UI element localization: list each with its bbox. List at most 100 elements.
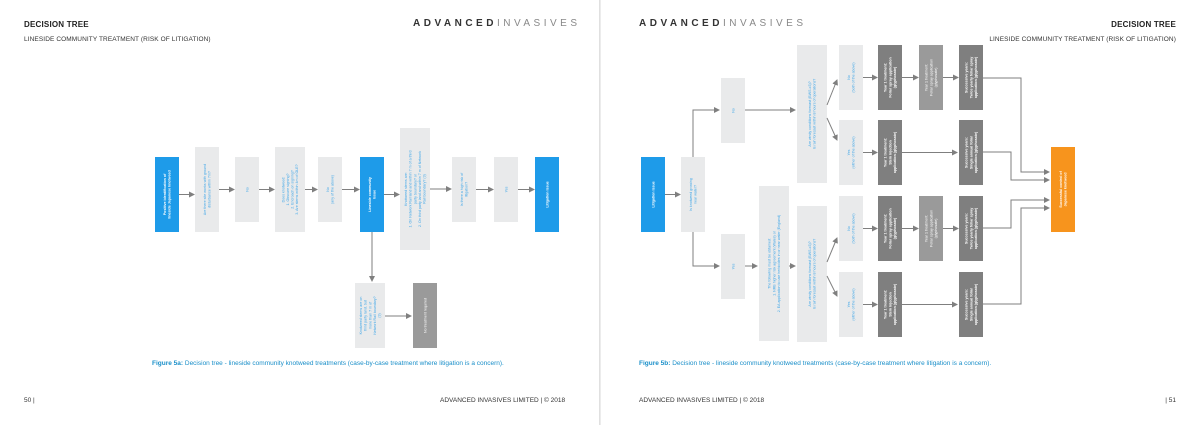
- caption-label: Figure 5b:: [639, 360, 671, 367]
- right-header-title: DECISION TREE: [1111, 20, 1176, 29]
- flow-node-box: [155, 157, 179, 232]
- flow-node-box: [413, 283, 437, 348]
- flow-node-box: [878, 120, 902, 185]
- flow-node-label: Are windy conditions forecast (BWS ≥3)?I…: [808, 79, 817, 150]
- flow-node-r1: Litigation issue: [641, 157, 665, 232]
- flow-node-box: [878, 272, 902, 337]
- right-figure-caption: Figure 5b: Decision tree - lineside comm…: [639, 360, 991, 367]
- flow-node-label: Is knotweed growingnear water?: [689, 178, 698, 211]
- flow-node-r6: The following must be obtained:1. NRB hi…: [759, 186, 789, 341]
- flow-node-r21: Successive years:Single annual foliarapp…: [959, 272, 983, 337]
- flow-node-box: [355, 283, 385, 348]
- flow-node-label: Successive years:Twice yearly foliar spr…: [965, 56, 978, 98]
- flow-node-box: [721, 78, 745, 143]
- left-brand-logo: ADVANCEDINVASIVES: [413, 18, 581, 29]
- flow-arrow: [826, 117, 838, 141]
- flow-node-label: No: [245, 187, 249, 192]
- flow-node-r7: Are windy conditions forecast (BWS ≥3)?I…: [797, 206, 827, 342]
- flow-node-box: [360, 157, 384, 232]
- flow-node-box: [318, 157, 342, 222]
- flow-arrow: [983, 151, 1050, 183]
- flow-node-label: Successful control ofJapanese knotweed: [1059, 170, 1068, 207]
- left-header-subtitle: LINESIDE COMMUNITY TREATMENT (RISK OF LI…: [24, 36, 211, 43]
- flow-node-label: Lineside communityissue: [368, 177, 377, 212]
- left-page: DECISION TREE LINESIDE COMMUNITY TREATME…: [0, 0, 599, 425]
- flow-node-label: Are windy conditions forecast (BWS ≥3)?I…: [808, 239, 817, 310]
- flow-node-r14: Year 1 treatment:Foliar spray applicatio…: [878, 196, 902, 261]
- flow-node-n3: No: [235, 157, 259, 222]
- flow-node-n10: Litigation issue: [535, 157, 559, 232]
- flow-node-box: [959, 120, 983, 185]
- flow-node-label: Year 1 treatment:Stem injectionapplicati…: [884, 131, 897, 173]
- flow-arrow: [826, 237, 838, 263]
- decision-tree-5b: Litigation issue Is knotweed growingnear …: [641, 45, 1075, 342]
- flow-node-box: [641, 157, 665, 232]
- flow-node-box: [721, 234, 745, 299]
- flow-node-r18: Successive years:Twice yearly foliar spr…: [959, 45, 983, 110]
- flow-node-box: [797, 206, 827, 342]
- flow-node-box: [797, 45, 827, 183]
- left-figure-caption: Figure 5a: Decision tree - lineside comm…: [152, 360, 504, 367]
- flow-node-box: [681, 157, 705, 232]
- flow-node-n7: Knotweed stems are:1. On Network Rail la…: [400, 128, 430, 250]
- flow-node-label: Knotweed stems are:1. On Network Rail la…: [404, 150, 426, 227]
- flow-node-r15: Year 1 treatment:Stem injectionapplicati…: [878, 272, 902, 337]
- left-footer-text: ADVANCED INVASIVES LIMITED | © 2018: [440, 397, 566, 404]
- flow-node-label: Year 1 treatment:Foliar spray applicatio…: [884, 208, 897, 248]
- flow-node-label: Positive identification oflineside Japan…: [163, 170, 172, 218]
- flow-node-label: No(both of the above): [847, 213, 856, 243]
- flow-node-n6: Lineside communityissue: [360, 157, 384, 232]
- flow-arrow: [692, 107, 720, 157]
- flow-node-box: [839, 196, 863, 261]
- flow-node-r13: Year 1 treatment:Stem injectionapplicati…: [878, 120, 902, 185]
- flow-node-label: Successive years:Single annual foliarapp…: [965, 283, 978, 325]
- flow-arrow: [983, 77, 1050, 175]
- flow-arrow: [692, 232, 720, 269]
- page-gutter: [599, 0, 601, 425]
- flow-node-r20: Successive years:Twice yearly foliar spr…: [959, 196, 983, 261]
- flow-node-label: Year 1 treatment:Stem injectionapplicati…: [884, 283, 897, 325]
- flow-node-r12: Year 1 treatment:Foliar spray applicatio…: [878, 45, 902, 110]
- caption-text: Decision tree - lineside community knotw…: [670, 360, 992, 367]
- flow-node-r2: Is knotweed growingnear water?: [681, 157, 705, 232]
- right-page-number: | 51: [1165, 397, 1176, 404]
- flow-node-box: [235, 157, 259, 222]
- right-footer-text: ADVANCED INVASIVES LIMITED | © 2018: [639, 397, 765, 404]
- flow-node-box: [535, 157, 559, 232]
- flow-node-label: Yes: [731, 263, 735, 269]
- flow-node-label: Yes: [504, 186, 508, 192]
- flow-node-box: [919, 196, 943, 261]
- caption-text: Decision tree - lineside community knotw…: [183, 360, 504, 367]
- caption-label: Figure 5a:: [152, 360, 184, 367]
- flow-arrow: [983, 205, 1050, 305]
- flow-node-label: Knotweed stems are onthird party land, b…: [359, 296, 381, 334]
- brand-bold-text: ADVANCED: [413, 18, 497, 29]
- flow-node-label: Is there a high risk oflitigation?: [460, 173, 469, 206]
- flow-node-n2: Are there site works with grounddisturba…: [195, 147, 219, 232]
- flow-node-r22: Successful control ofJapanese knotweed: [1051, 147, 1075, 232]
- flow-node-box: [959, 272, 983, 337]
- flow-arrow: [983, 197, 1050, 229]
- flow-node-box: [759, 186, 789, 341]
- flow-node-r16: Year 1 treatment:Foliar spray applicatio…: [919, 45, 943, 110]
- flow-node-n9: Yes: [494, 157, 518, 222]
- flow-node-box: [494, 157, 518, 222]
- decision-tree-5a: Positive identification oflineside Japan…: [155, 128, 559, 348]
- right-page: ADVANCEDINVASIVES DECISION TREE LINESIDE…: [601, 0, 1200, 425]
- brand-bold-text: ADVANCED: [639, 18, 723, 29]
- flow-node-label: No(both of the above): [847, 62, 856, 92]
- flow-node-box: [919, 45, 943, 110]
- flow-node-r5: Are windy conditions forecast (BWS ≥3)?I…: [797, 45, 827, 183]
- flow-node-label: No: [731, 108, 735, 113]
- flow-node-label: The following must be obtained:1. NRB hi…: [768, 215, 781, 313]
- flow-node-r9: Yes(either of the above): [839, 120, 863, 185]
- flow-node-n5: No(any of the above): [318, 157, 342, 222]
- brand-light-text: INVASIVES: [496, 18, 581, 29]
- flow-node-n1: Positive identification oflineside Japan…: [155, 157, 179, 232]
- flow-node-box: [878, 45, 902, 110]
- flow-node-r4: Yes: [721, 234, 745, 299]
- left-page-number: 50 |: [24, 397, 35, 404]
- flow-node-r19: Successive years:Single annual foliarapp…: [959, 120, 983, 185]
- flow-node-box: [959, 196, 983, 261]
